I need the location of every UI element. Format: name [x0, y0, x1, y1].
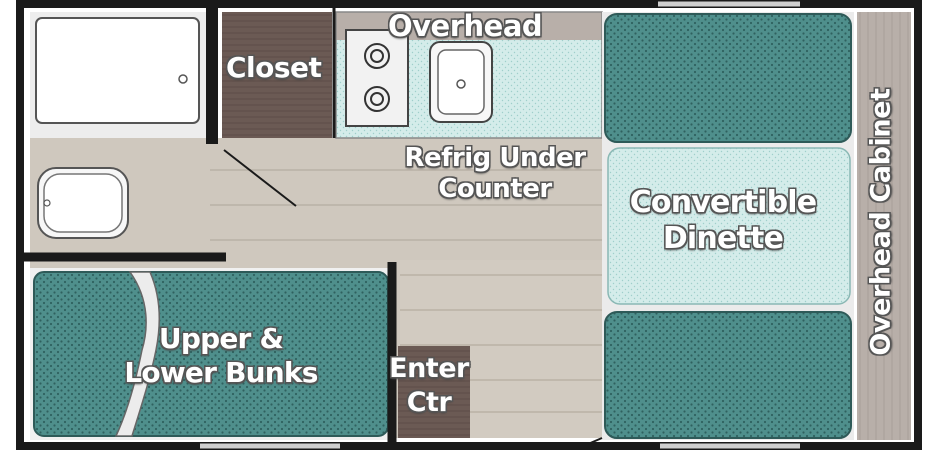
- dinette-label-line2: Dinette: [662, 221, 784, 256]
- refrig-label-line1: Refrig Under: [404, 143, 586, 173]
- convertible-dinette: [602, 12, 854, 440]
- closet: [222, 12, 332, 138]
- enter-ctr-label: Enter Ctr: [386, 352, 472, 420]
- shower-drain-icon: [178, 74, 188, 84]
- entry-counter: [398, 346, 470, 438]
- dinette-table: [607, 147, 851, 305]
- bunks-label-line1: Upper &: [158, 322, 284, 355]
- bunks-label-line2: Lower Bunks: [124, 355, 318, 389]
- windows: [200, 1, 800, 449]
- bathroom: [30, 12, 210, 246]
- sink-icon: [429, 41, 493, 123]
- dinette-bench-top: [604, 13, 852, 143]
- dinette-label-line1: Convertible: [629, 185, 817, 220]
- enter-ctr-label-line1: Enter: [389, 353, 469, 384]
- closet-label: Closet: [226, 51, 322, 84]
- overhead-label: Overhead: [388, 9, 543, 43]
- enter-ctr-label-line2: Ctr: [406, 386, 452, 418]
- bunks-label: Upper & Lower Bunks: [108, 322, 334, 389]
- bunk-beds: [30, 268, 392, 440]
- walls: [16, 0, 922, 450]
- overhead-cabinet-label: Overhead Cabinet: [865, 88, 897, 356]
- refrig-label-line2: Counter: [438, 174, 552, 205]
- dinette-bench-bottom: [604, 311, 852, 439]
- galley-counter: [335, 11, 603, 139]
- dinette-label: Convertible Dinette: [612, 185, 834, 257]
- toilet-icon: [37, 167, 129, 239]
- refrig-label: Refrig Under Counter: [400, 143, 590, 205]
- overhead-cabinet: [857, 12, 911, 440]
- shower-tub: [35, 17, 200, 124]
- stove-icon: [345, 29, 409, 127]
